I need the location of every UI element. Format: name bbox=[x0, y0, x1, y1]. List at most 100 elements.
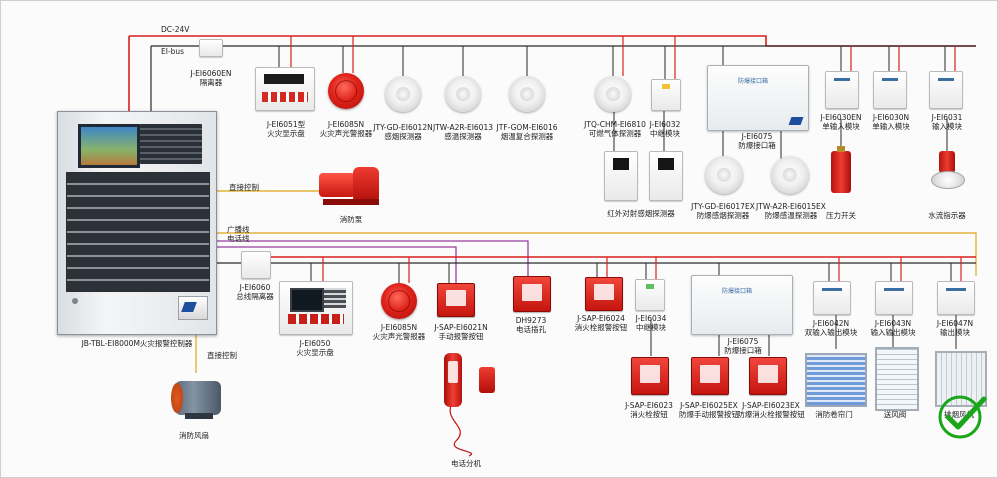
check-mark-svg bbox=[938, 395, 987, 439]
top-device-8-name: 防爆接口箱 bbox=[738, 141, 776, 150]
bottom-device-9-name: 输入输出模块 bbox=[870, 328, 916, 337]
top-device-2-name: 火灾声光警报器 bbox=[319, 129, 373, 138]
module-badge bbox=[884, 288, 904, 291]
top-device-11-model: J-EI6031 bbox=[931, 113, 963, 122]
top-sub-2-model: JTY-GD-EI6017EX bbox=[691, 202, 755, 211]
phone-label: 电话分机 bbox=[451, 459, 481, 468]
top-device-5-name: 烟温复合探测器 bbox=[500, 132, 554, 141]
fire-display-panel-top bbox=[255, 67, 315, 111]
top-device-11-name: 输入模块 bbox=[932, 122, 962, 131]
bottom-device-5-name: 消火栓报警按钮 bbox=[574, 323, 628, 332]
bottom-sub-wires bbox=[650, 313, 957, 356]
top-device-6-name: 可燃气体探测器 bbox=[588, 129, 642, 138]
ir-beam-smoke-detector-2 bbox=[649, 151, 683, 201]
top-sub-3-name: 防爆感温探测器 bbox=[764, 211, 818, 220]
module-badge bbox=[834, 78, 850, 81]
controller-logo-plate bbox=[178, 296, 208, 320]
phone-line-2 bbox=[211, 246, 457, 283]
phone-cord bbox=[449, 400, 473, 457]
fan-base bbox=[185, 413, 213, 419]
direct-control-label-2: 直接控制 bbox=[207, 351, 237, 360]
relay-module-top bbox=[651, 79, 681, 111]
controller-label: JB-TBL-EI8000M火灾报警控制器 bbox=[81, 339, 193, 348]
display-buttons bbox=[262, 92, 308, 102]
box-label-bottom: 防爆接口箱 bbox=[722, 288, 753, 295]
fire-fan-icon bbox=[171, 373, 231, 423]
output-module bbox=[937, 281, 975, 315]
explosion-proof-interface-box-bottom: 防爆接口箱 bbox=[691, 275, 793, 335]
bottom-sub-4-name: 消防卷帘门 bbox=[815, 410, 853, 419]
handset-panel bbox=[448, 361, 458, 383]
top-device-2-model: J-EI6085N bbox=[327, 120, 365, 129]
explosion-proof-heat-detector-icon bbox=[771, 156, 809, 194]
brand-logo-icon bbox=[788, 117, 804, 125]
explosion-proof-manual-alarm-icon bbox=[691, 357, 729, 395]
pressure-switch-fitting bbox=[837, 146, 845, 152]
top-sub-2-name: 防爆感烟探测器 bbox=[696, 211, 750, 220]
bottom-device-8-name: 双输入输出模块 bbox=[804, 328, 858, 337]
top-device-4-model: JTW-A2R-EI6013 bbox=[433, 123, 493, 132]
fire-alarm-controller bbox=[57, 111, 217, 335]
bottom-device-10-model: J-EI6047N bbox=[936, 319, 974, 328]
bottom-device-9-model: J-EI6043N bbox=[874, 319, 912, 328]
pump-base bbox=[323, 199, 379, 205]
sound-light-alarm-bottom-icon bbox=[381, 283, 417, 319]
bottom-device-3-model: J-SAP-EI6021N bbox=[434, 323, 488, 332]
top-device-4-name: 感温探测器 bbox=[444, 132, 482, 141]
manual-alarm-button-icon bbox=[437, 283, 475, 317]
bus-isolator bbox=[241, 251, 271, 279]
ir-lens bbox=[658, 158, 674, 170]
pump-label: 消防泵 bbox=[339, 215, 363, 224]
relay-indicator bbox=[662, 84, 670, 89]
bottom-device-8-model: J-EI6042N bbox=[812, 319, 850, 328]
bottom-device-4-model: DH9273 bbox=[515, 316, 547, 325]
hydrant-alarm-button-icon bbox=[585, 277, 623, 311]
bottom-sub-2-model: J-SAP-EI6025EX bbox=[680, 401, 738, 410]
relay-indicator bbox=[646, 284, 654, 289]
top-sub-5-name: 水流指示器 bbox=[928, 211, 966, 220]
box-label-top: 防爆接口箱 bbox=[738, 78, 769, 85]
bottom-sub-2-name: 防爆手动报警按钮 bbox=[679, 410, 739, 419]
top-device-8-model: J-EI6075 bbox=[741, 132, 773, 141]
top-device-1-name: 火灾显示盘 bbox=[267, 129, 305, 138]
heat-detector-icon bbox=[445, 76, 481, 112]
ir-lens bbox=[613, 158, 629, 170]
bottom-device-4-name: 电话插孔 bbox=[516, 325, 546, 334]
bottom-device-5-model: J-SAP-EI6024 bbox=[577, 314, 625, 323]
top-device-6-model: JTQ-CHM-EI6810 bbox=[584, 120, 646, 129]
bottom-device-1-name: 火灾显示盘 bbox=[296, 348, 334, 357]
isolator-top-model: J-EI6060EN bbox=[190, 69, 232, 78]
bottom-sub-6-name: 排烟风机 bbox=[944, 410, 974, 419]
broadcast-line-label: 广播线 bbox=[227, 225, 250, 234]
input-module-top bbox=[929, 71, 963, 109]
controller-button-panel bbox=[66, 172, 210, 292]
eibus-top-drops bbox=[278, 46, 946, 79]
top-device-10-name: 单输入模块 bbox=[872, 122, 910, 131]
air-supply-valve-icon bbox=[875, 347, 919, 411]
explosion-proof-interface-box-top: 防爆接口箱 bbox=[707, 65, 809, 131]
controller-screen bbox=[78, 124, 140, 168]
dc-bottom-drops bbox=[322, 257, 962, 283]
isolator-top-name: 隔离器 bbox=[199, 78, 223, 87]
dual-io-module bbox=[813, 281, 851, 315]
bottom-device-6-name: 中继模块 bbox=[636, 323, 666, 332]
top-sub-4-name: 压力开关 bbox=[826, 211, 856, 220]
dc24v-bus-top bbox=[129, 35, 976, 47]
bottom-device-10-name: 输出模块 bbox=[940, 328, 970, 337]
display-keys bbox=[324, 288, 346, 308]
top-device-9-name: 单输入模块 bbox=[822, 122, 860, 131]
broadcast-line bbox=[211, 232, 977, 276]
dc24v-bus-label: DC-24V bbox=[161, 25, 190, 34]
controller-keypad bbox=[140, 124, 202, 164]
explosion-proof-hydrant-alarm-icon bbox=[749, 357, 787, 395]
rolling-shutter-door-icon bbox=[805, 353, 867, 407]
top-device-3-model: JTY-GD-EI6012N bbox=[373, 123, 433, 132]
water-flow-indicator-icon bbox=[927, 151, 967, 191]
display-buttons bbox=[288, 314, 344, 324]
smoke-heat-detector-icon bbox=[509, 76, 545, 112]
top-device-9-model: J-EI6030EN bbox=[820, 113, 862, 122]
sound-light-alarm-top-icon bbox=[328, 73, 364, 109]
phone-line bbox=[211, 240, 529, 276]
